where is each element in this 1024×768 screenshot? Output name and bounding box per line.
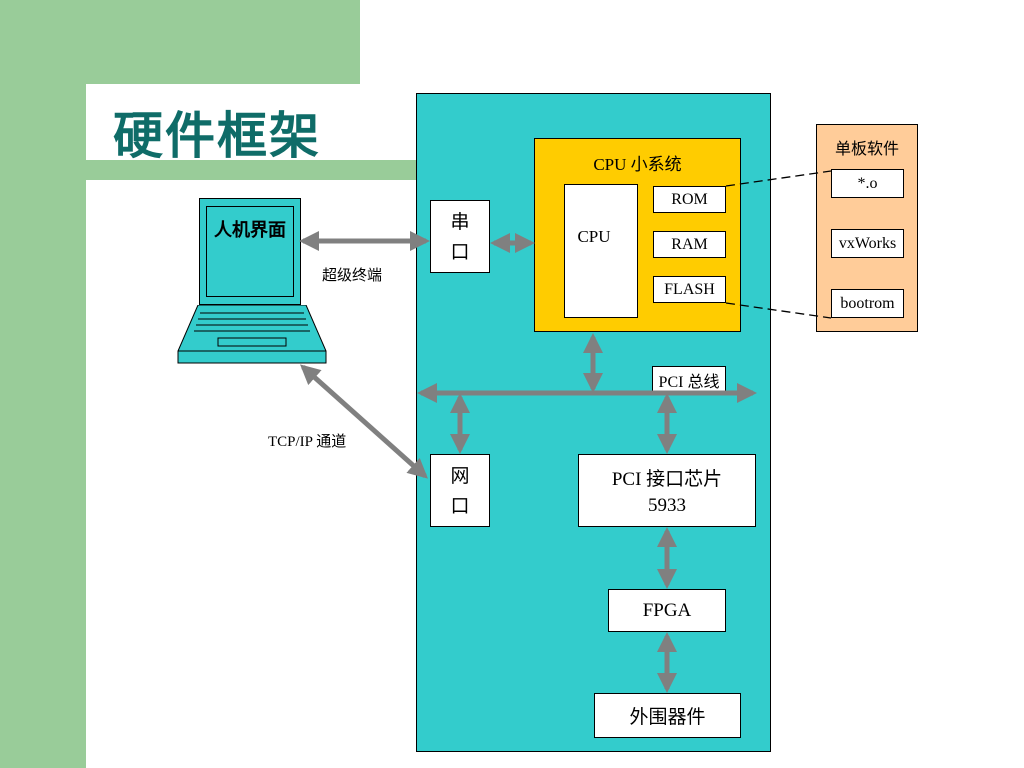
serial-terminal-label: 超级终端 [322,266,383,284]
pci-chip-line1: PCI 接口芯片 [611,469,723,490]
pci-chip-line2: 5933 [648,495,686,516]
peripherals-box: 外围器件 [594,693,741,738]
pci-chip-box: PCI 接口芯片 5933 [578,454,756,527]
cpu-box [564,184,638,318]
software-item-o: *.o [831,169,904,198]
laptop-base [177,305,327,364]
cpu-label: CPU [577,227,611,246]
tcpip-label: TCP/IP 通道 [268,434,347,450]
ram-box: RAM [653,231,726,258]
laptop-screen-label: 人机界面 [214,220,286,241]
page-title: 硬件框架 [113,107,321,165]
rom-box: ROM [653,186,726,213]
cpu-subsystem-title: CPU 小系统 [593,155,682,174]
pci-bus-label: PCI 总线 [652,366,726,393]
green-stripe [86,160,416,180]
software-item-bootrom: bootrom [831,289,904,318]
serial-port-box: 串 口 [430,200,490,273]
green-band-left [0,0,86,768]
fpga-box: FPGA [608,589,726,632]
laptop-screen-inner [206,206,294,297]
software-title: 单板软件 [834,139,899,158]
software-item-vxworks: vxWorks [831,229,904,258]
flash-box: FLASH [653,276,726,303]
arrow-laptop-net [300,364,428,479]
title-panel [86,84,416,160]
net-port-box: 网 口 [430,454,490,527]
